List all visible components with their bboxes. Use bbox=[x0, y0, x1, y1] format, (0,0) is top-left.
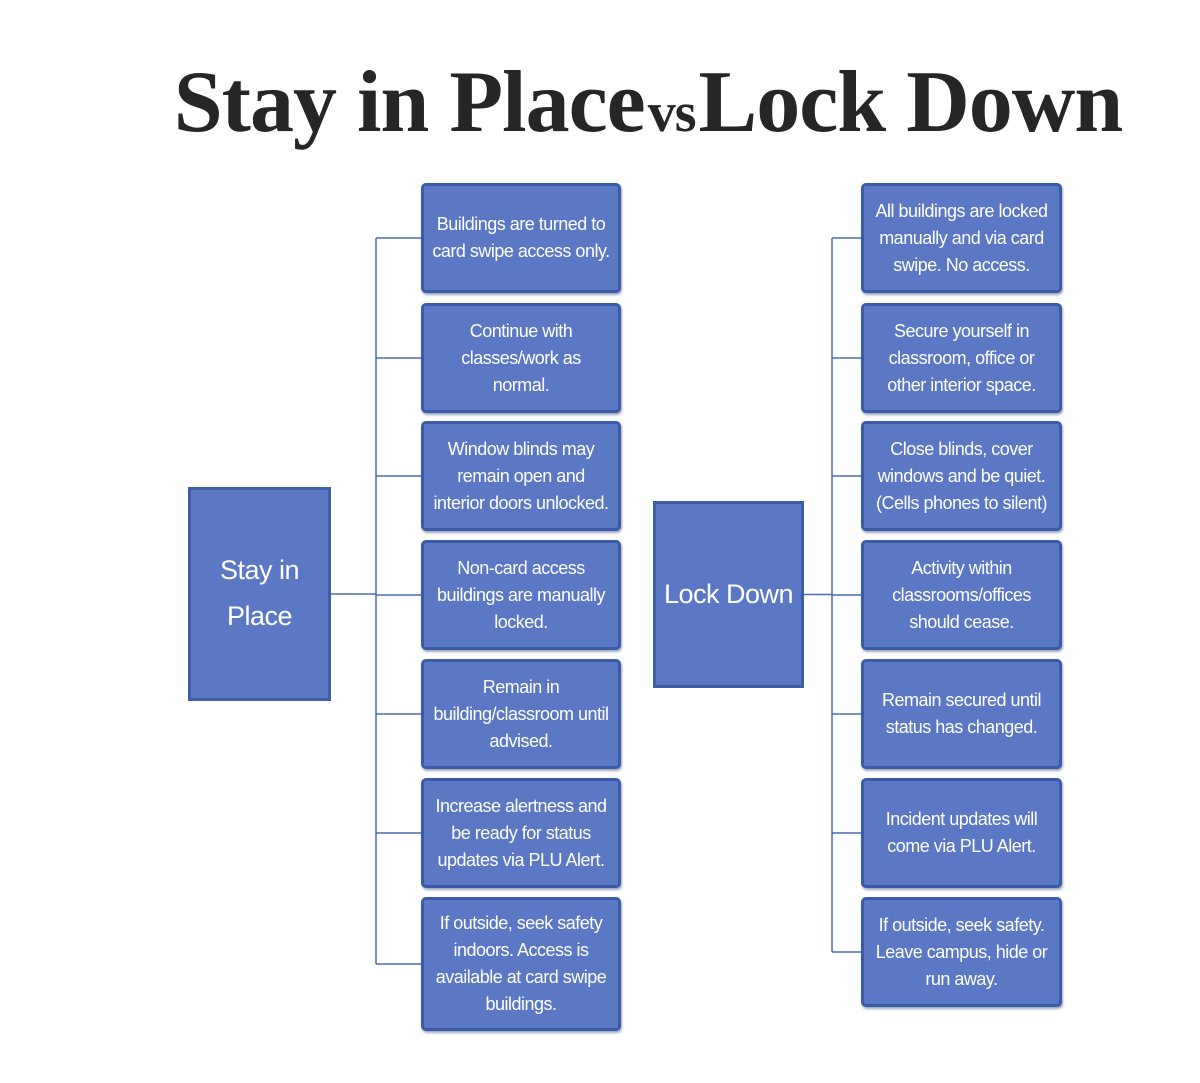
stay-in-place-item-box-text: Continue with classes/work as normal. bbox=[461, 320, 581, 395]
lock-down-item-box-text: Remain secured until status has changed. bbox=[881, 690, 1042, 737]
title-part-lock-down: Lock Down bbox=[698, 54, 1124, 151]
stay-in-place-item-box: Remain in building/classroom until advis… bbox=[421, 659, 621, 769]
stay-in-place-item-box: If outside, seek safety indoors. Access … bbox=[421, 897, 621, 1031]
stay-in-place-item-box-text: Increase alertness and be ready for stat… bbox=[435, 795, 607, 870]
lock-down-item-box: All buildings are locked manually and vi… bbox=[861, 183, 1062, 293]
lock-down-item-box: Activity within classrooms/offices shoul… bbox=[861, 540, 1062, 650]
title-part-vs: vs bbox=[647, 82, 697, 144]
stay-in-place-item-box-text: Buildings are turned to card swipe acces… bbox=[432, 214, 610, 261]
lock-down-item-box-text: Secure yourself in classroom, office or … bbox=[887, 320, 1036, 395]
stay-in-place-item-box: Window blinds may remain open and interi… bbox=[421, 421, 621, 531]
lock-down-main-box: Lock Down bbox=[653, 501, 804, 688]
page-title: Stay in Place vs Lock Down bbox=[0, 52, 1200, 153]
stay-in-place-item-box-text: Non-card access buildings are manually l… bbox=[436, 557, 606, 632]
lock-down-main-box-text: Lock Down bbox=[663, 578, 794, 609]
stay-in-place-item-box: Non-card access buildings are manually l… bbox=[421, 540, 621, 650]
title-part-stay-in-place: Stay in Place bbox=[173, 54, 646, 151]
stay-in-place-item-box: Continue with classes/work as normal. bbox=[421, 303, 621, 413]
stay-in-place-item-box-text: Window blinds may remain open and interi… bbox=[433, 438, 609, 513]
lock-down-item-box: Incident updates will come via PLU Alert… bbox=[861, 778, 1062, 888]
lock-down-item-box-text: Activity within classrooms/offices shoul… bbox=[892, 557, 1031, 632]
stay-in-place-main-box-text: Stay in Place bbox=[219, 555, 300, 631]
lock-down-item-box-text: Incident updates will come via PLU Alert… bbox=[885, 809, 1038, 856]
stay-in-place-item-box-text: Remain in building/classroom until advis… bbox=[433, 676, 609, 751]
lock-down-item-box: If outside, seek safety. Leave campus, h… bbox=[861, 897, 1062, 1007]
lock-down-item-box-text: Close blinds, cover windows and be quiet… bbox=[875, 438, 1048, 513]
lock-down-item-box: Secure yourself in classroom, office or … bbox=[861, 303, 1062, 413]
lock-down-item-box: Close blinds, cover windows and be quiet… bbox=[861, 421, 1062, 531]
lock-down-item-box-text: If outside, seek safety. Leave campus, h… bbox=[875, 914, 1048, 989]
lock-down-item-box-text: All buildings are locked manually and vi… bbox=[875, 200, 1048, 275]
stay-in-place-item-box-text: If outside, seek safety indoors. Access … bbox=[435, 913, 607, 1014]
stay-in-place-item-box: Increase alertness and be ready for stat… bbox=[421, 778, 621, 888]
lock-down-item-box: Remain secured until status has changed. bbox=[861, 659, 1062, 769]
stay-in-place-item-box: Buildings are turned to card swipe acces… bbox=[421, 183, 621, 293]
stay-in-place-main-box: Stay in Place bbox=[188, 487, 331, 701]
